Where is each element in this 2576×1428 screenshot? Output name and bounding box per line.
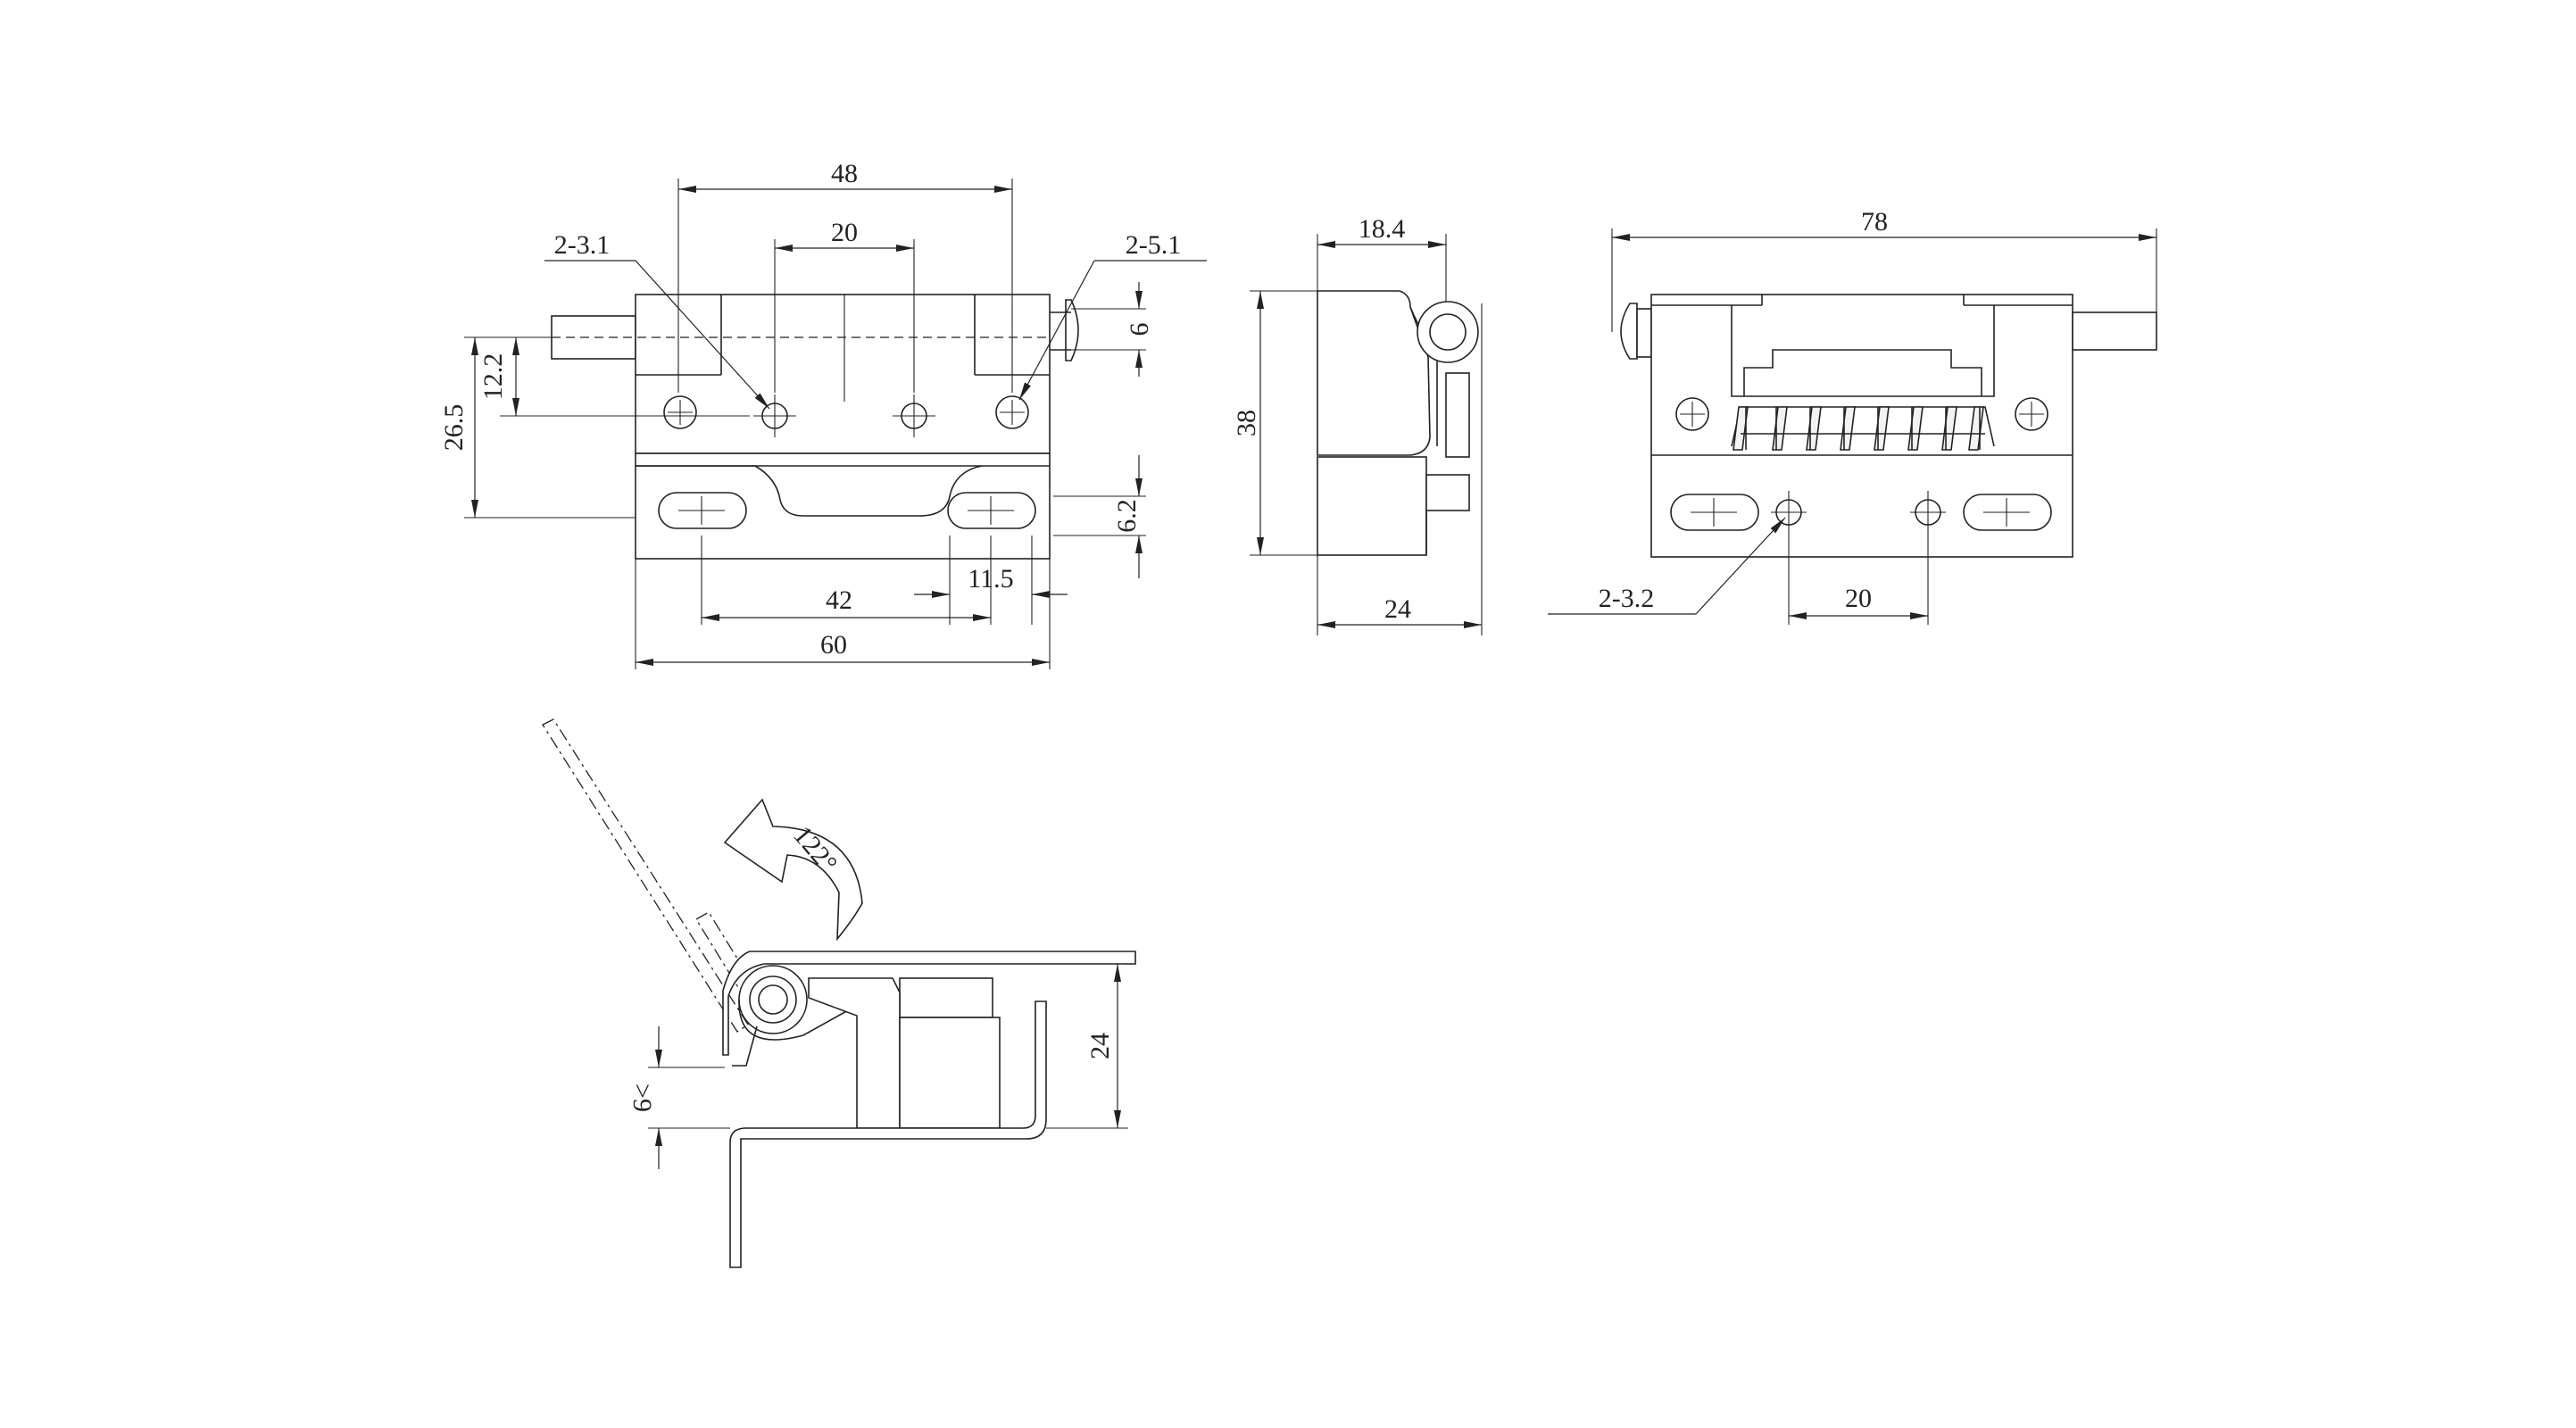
label-2-3-1: 2-3.1 (554, 230, 611, 260)
label-2-5-1: 2-5.1 (1126, 230, 1182, 260)
slot-right (947, 492, 1036, 529)
dim-18-4-label: 18.4 (1359, 214, 1406, 244)
rear-view: 78 2-3.2 20 (1548, 207, 2157, 625)
install-block-upper (899, 977, 993, 1018)
spring-coils (1731, 406, 1995, 451)
dim-24-side-label: 24 (1384, 594, 1411, 624)
rear-pin (2072, 311, 2157, 351)
dim-11-5-label: 11.5 (968, 564, 1013, 594)
rear-slot-right (1963, 494, 2052, 531)
dim-6-2-label: 6.2 (1112, 499, 1142, 533)
side-lower-leaf (1317, 456, 1427, 556)
dim-48-label: 48 (831, 159, 858, 188)
dim-60-label: 60 (820, 630, 847, 660)
pin-hole-right (893, 394, 935, 437)
upper-leaf (635, 294, 1051, 454)
dim-20-label: 20 (831, 218, 858, 247)
side-knuckle (1417, 301, 1479, 363)
open-door-outline (542, 718, 749, 1033)
label-2-3-2: 2-3.2 (1599, 584, 1655, 613)
dim-12-2-label: 12.2 (478, 353, 508, 401)
rotation-arrow: 122° (723, 798, 863, 942)
dim-38-label: 38 (1232, 410, 1261, 436)
pin-hole-left (753, 394, 796, 437)
rear-hole-left (1675, 397, 1709, 431)
dim-20-rear-label: 20 (1845, 584, 1872, 613)
rear-body (1650, 294, 2073, 558)
dim-42-label: 42 (826, 585, 852, 615)
frame-profile (729, 1000, 1047, 1268)
rear-pin-hole-right (1910, 491, 1946, 534)
dim-26-5-label: 26.5 (439, 404, 469, 452)
side-view: 18.4 38 24 (1232, 214, 1483, 635)
dim-6-label: 6 (1125, 323, 1154, 336)
rear-ball-detent (1620, 303, 1638, 360)
installation-view: 122° 24 >9 (542, 718, 1136, 1268)
countersunk-hole-right (995, 395, 1029, 429)
front-view: 48 20 2-3.1 2-5.1 6 12.2 26.5 6. (439, 159, 1207, 669)
countersunk-hole-left (663, 395, 697, 429)
dim-24-install-label: 24 (1085, 1033, 1115, 1059)
hinge-pin (551, 315, 636, 360)
slot-left (658, 492, 747, 529)
rear-pin-hole-left (1771, 491, 1807, 534)
install-block-lower (899, 1017, 1001, 1129)
rear-slot-left (1670, 494, 1759, 531)
rear-hole-right (2015, 397, 2048, 431)
lower-leaf (635, 452, 1051, 560)
door-plate (722, 951, 1136, 1056)
dim-78-label: 78 (1861, 207, 1888, 237)
dim-9-label: >9 (627, 1083, 657, 1112)
side-upper-leaf (1317, 290, 1431, 456)
